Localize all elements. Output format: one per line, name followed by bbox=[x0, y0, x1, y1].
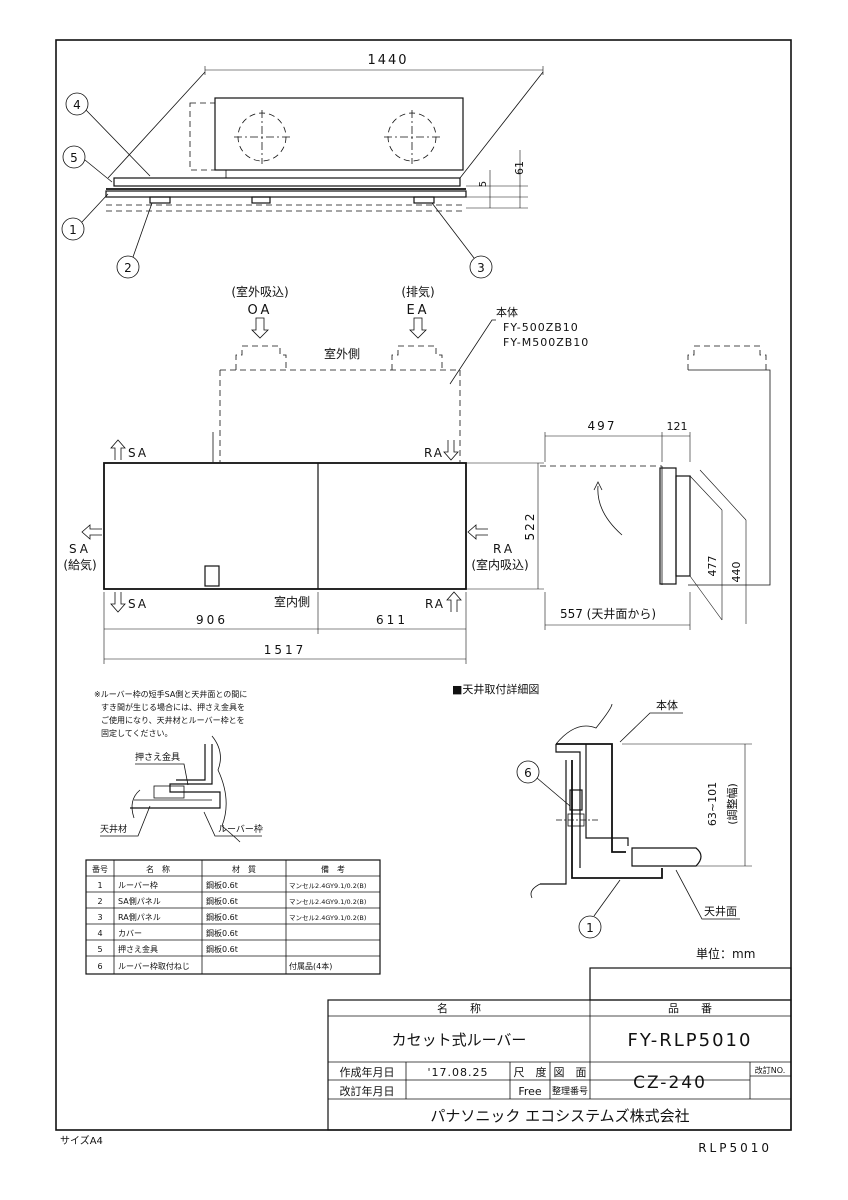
ea-label-jp: (排気) bbox=[401, 284, 434, 299]
note-line-3: ご使用になり、天井材とルーバー枠とを bbox=[101, 715, 245, 725]
dim-5: 5 bbox=[478, 181, 489, 187]
name-header: 名 称 bbox=[437, 1001, 481, 1015]
oa-code: OA bbox=[248, 303, 273, 318]
dim-1440: 1440 bbox=[367, 53, 408, 68]
balloon-1: 1 bbox=[69, 223, 77, 237]
oa-label-jp: (室外吸込) bbox=[231, 284, 288, 299]
sa-left-jp: (給気) bbox=[63, 557, 96, 572]
table-header-no: 番号 bbox=[92, 864, 108, 874]
table-cell: 3 bbox=[97, 913, 102, 922]
detail-body-label: 本体 bbox=[656, 698, 678, 712]
note-line-2: すき間が生じる場合には、押さえ金具を bbox=[101, 702, 245, 712]
drawing-code: RLP5010 bbox=[698, 1141, 772, 1155]
company-name: パナソニック エコシステムズ株式会社 bbox=[430, 1107, 689, 1125]
dim-477: 477 bbox=[706, 556, 719, 577]
detail-dim-range: 63~101 bbox=[706, 782, 719, 826]
detail-balloon-6: 6 bbox=[524, 766, 532, 780]
control-number: CZ-240 bbox=[633, 1073, 707, 1093]
table-cell: 鋼板0.6t bbox=[206, 912, 238, 922]
product-header: 品 番 bbox=[668, 1002, 712, 1015]
table-cell: 5 bbox=[97, 945, 102, 954]
table-cell: マンセル2.4GY9.1/0.2(B) bbox=[289, 898, 366, 906]
table-cell: 押さえ金具 bbox=[118, 944, 158, 954]
table-cell: 4 bbox=[97, 929, 102, 938]
revised-label: 改訂年月日 bbox=[340, 1084, 395, 1098]
table-header-material: 材 質 bbox=[232, 864, 256, 874]
dim-557: 557 (天井面から) bbox=[560, 607, 656, 621]
note-section: ※ルーバー枠の短手SA側と天井面との間に すき間が生じる場合には、押さえ金具を … bbox=[94, 689, 263, 843]
dim-440: 440 bbox=[730, 562, 743, 583]
balloon-3: 3 bbox=[477, 261, 485, 275]
table-cell: RA側パネル bbox=[118, 912, 161, 922]
detail-title: ■天井取付詳細図 bbox=[452, 682, 539, 696]
detail-dim-adjust: (調整幅) bbox=[725, 783, 739, 825]
body-label: 本体 bbox=[496, 305, 518, 319]
product-name: カセット式ルーバー bbox=[392, 1031, 527, 1049]
balloon-5: 5 bbox=[70, 151, 78, 165]
ra-top: RA bbox=[424, 446, 444, 460]
table-cell: 鋼板0.6t bbox=[206, 896, 238, 906]
side-view: 497 121 477 440 557 (天井面から) bbox=[540, 345, 771, 630]
dim-906: 906 bbox=[196, 613, 228, 627]
table-cell: 2 bbox=[97, 897, 102, 906]
body-model-2: FY-M500ZB10 bbox=[503, 336, 589, 349]
dim-1517: 1517 bbox=[264, 643, 307, 657]
dim-497: 497 bbox=[588, 419, 617, 433]
paper-size: サイズA4 bbox=[60, 1134, 103, 1147]
table-cell: ルーバー枠 bbox=[118, 880, 158, 890]
table-header-name: 名 称 bbox=[146, 864, 170, 874]
sa-top: SA bbox=[128, 446, 148, 460]
table-cell: カバー bbox=[118, 929, 142, 938]
dim-611: 611 bbox=[376, 613, 408, 627]
label-bracket: 押さえ金具 bbox=[135, 751, 180, 763]
outdoor-side: 室外側 bbox=[324, 346, 360, 361]
note-line-4: 固定してください。 bbox=[101, 728, 173, 738]
table-cell: 鋼板0.6t bbox=[206, 928, 238, 938]
detail-balloon-1: 1 bbox=[586, 921, 594, 935]
balloon-2: 2 bbox=[124, 261, 132, 275]
table-cell: 鋼板0.6t bbox=[206, 880, 238, 890]
scale-value: Free bbox=[518, 1085, 542, 1098]
ea-code: EA bbox=[406, 303, 429, 318]
ra-right-code: RA bbox=[493, 542, 515, 556]
unit-label: 単位：mm bbox=[696, 946, 755, 961]
table-header-remarks: 備 考 bbox=[321, 864, 345, 874]
label-louver: ルーバー枠 bbox=[218, 823, 263, 835]
dim-522: 522 bbox=[523, 512, 537, 541]
scale-label: 尺 度 bbox=[514, 1065, 547, 1079]
dim-121: 121 bbox=[667, 420, 688, 433]
table-cell: ルーバー枠取付ねじ bbox=[118, 961, 190, 971]
title-block: 名 称 品 番 カセット式ルーバー FY-RLP5010 作成年月日 '17.0… bbox=[327, 967, 792, 1131]
drawing-label: 図 面 bbox=[554, 1066, 587, 1079]
ceiling-detail: ■天井取付詳細図 本体 63~101 (調整幅) 天井面 6 1 bbox=[452, 682, 752, 939]
body-model-1: FY-500ZB10 bbox=[503, 321, 579, 334]
ra-right-jp: (室内吸込) bbox=[471, 557, 528, 572]
revision-label: 改訂NO. bbox=[755, 1065, 786, 1075]
detail-ceiling-label: 天井面 bbox=[704, 904, 737, 918]
top-view: 1440 61 5 4 5 bbox=[61, 53, 544, 279]
table-cell: マンセル2.4GY9.1/0.2(B) bbox=[289, 882, 366, 890]
table-cell: マンセル2.4GY9.1/0.2(B) bbox=[289, 914, 366, 922]
front-view: (室外吸込) OA (排気) EA 本体 FY-500ZB10 FY-M500Z… bbox=[63, 284, 589, 664]
table-cell: SA側パネル bbox=[118, 896, 161, 906]
created-date: '17.08.25 bbox=[427, 1066, 488, 1079]
parts-table: 番号 名 称 材 質 備 考 1 ルーバー枠 鋼板0.6t マンセル2.4GY9… bbox=[85, 859, 381, 975]
balloon-4: 4 bbox=[73, 98, 81, 112]
note-line-1: ※ルーバー枠の短手SA側と天井面との間に bbox=[94, 689, 247, 699]
sa-bottom: SA bbox=[128, 597, 148, 611]
ra-bottom: RA bbox=[425, 597, 445, 611]
created-label: 作成年月日 bbox=[340, 1065, 395, 1079]
dim-61: 61 bbox=[513, 161, 526, 175]
sa-left-code: SA bbox=[69, 542, 91, 556]
product-number: FY-RLP5010 bbox=[628, 1030, 753, 1051]
table-cell: 付属品(4本) bbox=[289, 961, 332, 971]
control-label: 整理番号 bbox=[552, 1085, 588, 1097]
label-ceiling: 天井材 bbox=[100, 823, 127, 835]
table-cell: 6 bbox=[97, 962, 102, 971]
table-cell: 1 bbox=[97, 881, 102, 890]
indoor-side: 室内側 bbox=[274, 594, 310, 609]
table-cell: 鋼板0.6t bbox=[206, 944, 238, 954]
